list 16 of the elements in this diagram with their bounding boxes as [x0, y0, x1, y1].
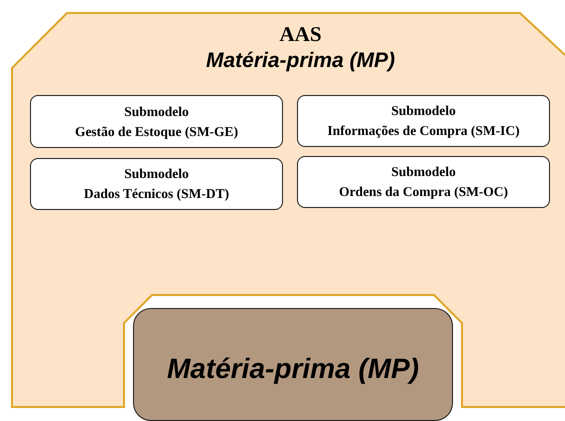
box-heading: Submodelo — [391, 102, 456, 120]
box-label: Dados Técnicos (SM-DT) — [84, 185, 230, 203]
asset-label: Matéria-prima (MP) — [166, 353, 420, 385]
submodel-box — [30, 158, 283, 210]
submodel-box — [297, 156, 550, 208]
box-label: Ordens da Compra (SM-OC) — [338, 183, 508, 201]
box-label: Informações de Compra (SM-IC) — [327, 122, 520, 140]
submodel-box — [30, 95, 283, 148]
asset-box — [133, 308, 453, 421]
box-heading: Submodelo — [124, 165, 189, 184]
box-heading: Submodelo — [124, 102, 189, 121]
title: Matéria-prima (MP) — [206, 49, 396, 72]
box-label: Gestão de Estoque (SM-GE) — [74, 122, 238, 141]
submodel-box — [297, 95, 550, 147]
heading: AAS — [279, 22, 322, 46]
box-heading: Submodelo — [391, 163, 456, 182]
